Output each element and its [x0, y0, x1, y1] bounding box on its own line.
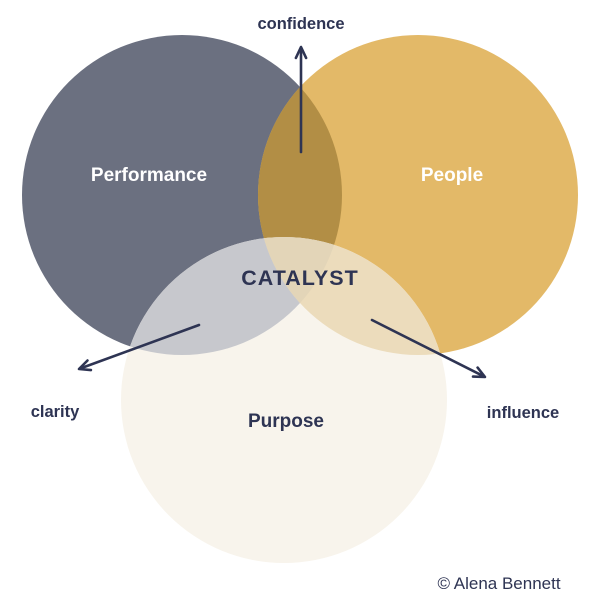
arrow-down-right-head-icon: [471, 366, 487, 379]
performance-label: Performance: [91, 165, 207, 186]
center-label: CATALYST: [241, 266, 359, 290]
people-label: People: [421, 165, 483, 186]
arrow-down-left-head-icon: [77, 359, 93, 372]
overlap-people-purpose: [258, 237, 447, 355]
arrow-up-head-icon: [294, 45, 308, 60]
arrow-down-right-label: influence: [487, 404, 559, 422]
credit-text: © Alena Bennett: [437, 574, 560, 593]
arrow-down-right-line: [370, 318, 485, 378]
arrow-down-left-label: clarity: [31, 403, 80, 421]
overlap-performance-purpose: [121, 237, 342, 355]
arrow-layer: [77, 45, 487, 379]
arrow-down-left-line: [79, 323, 201, 370]
arrow-up-label: confidence: [257, 15, 344, 33]
purpose-label: Purpose: [248, 411, 324, 432]
